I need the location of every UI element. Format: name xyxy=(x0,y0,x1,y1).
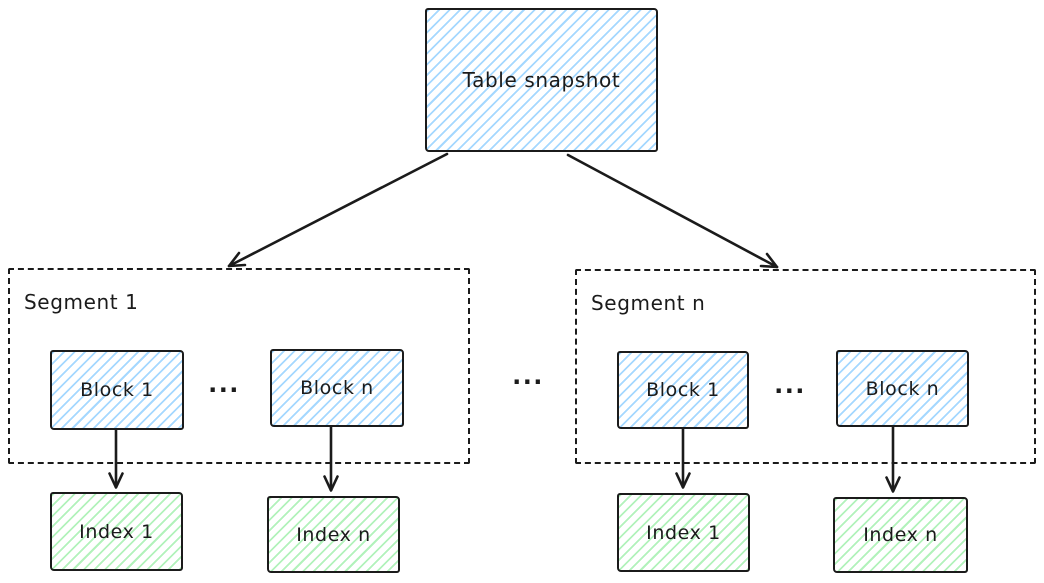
table-snapshot-box: Table snapshot xyxy=(425,8,658,152)
segment-1-box: Segment 1 Block 1 ... Block n xyxy=(8,268,470,464)
arrow-root-to-segment-n xyxy=(566,153,779,269)
segment-1-index-n-label: Index n xyxy=(296,523,371,546)
segment-1-blocks-ellipsis: ... xyxy=(208,370,240,398)
segment-n-label: Segment n xyxy=(591,291,706,315)
segment-n-block-n-box: Block n xyxy=(836,350,969,427)
segment-n-block-n-label: Block n xyxy=(865,377,940,400)
segments-ellipsis: ... xyxy=(512,362,544,390)
arrow-root-to-segment-1 xyxy=(227,152,449,268)
table-snapshot-label: Table snapshot xyxy=(462,68,621,92)
segment-n-index-n-label: Index n xyxy=(863,524,938,546)
segment-1-block-n-label: Block n xyxy=(300,377,374,399)
segment-n-index-n-box: Index n xyxy=(833,497,968,573)
segment-1-index-n-box: Index n xyxy=(267,496,400,573)
segment-1-block-1-box: Block 1 xyxy=(50,350,184,430)
segment-n-box: Segment n Block 1 ... Block n xyxy=(575,269,1036,464)
segment-n-index-1-label: Index 1 xyxy=(646,521,721,544)
segment-1-index-1-box: Index 1 xyxy=(50,492,183,571)
segment-1-block-1-label: Block 1 xyxy=(80,379,154,401)
segment-n-index-1-box: Index 1 xyxy=(617,493,750,572)
segment-1-block-n-box: Block n xyxy=(270,349,404,427)
segment-1-index-1-label: Index 1 xyxy=(79,520,154,543)
segment-n-block-1-label: Block 1 xyxy=(646,379,720,401)
segment-n-blocks-ellipsis: ... xyxy=(774,371,806,399)
segment-1-label: Segment 1 xyxy=(24,290,139,314)
segment-n-block-1-box: Block 1 xyxy=(617,351,749,429)
